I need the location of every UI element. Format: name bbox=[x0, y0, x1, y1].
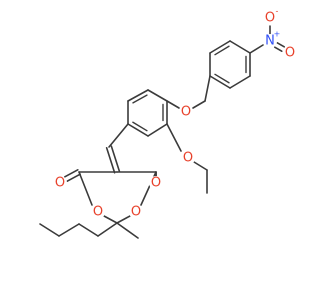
atom-layer: O O O O O O N + O - bbox=[53, 7, 297, 220]
atom-o-nitro-bottom-label: O bbox=[285, 46, 295, 61]
ring-bond bbox=[147, 89, 168, 102]
atom-o-ring-right: O bbox=[129, 205, 143, 220]
carbonyl-double-bond bbox=[64, 168, 79, 178]
atom-o-nitro-bottom: O bbox=[283, 46, 297, 61]
ring-ch2-bond bbox=[204, 75, 211, 102]
atom-o-ring-right-label: O bbox=[131, 205, 141, 220]
o-ethyl-bond bbox=[193, 161, 208, 171]
butyl-bond bbox=[58, 223, 80, 237]
ring-bond bbox=[147, 123, 168, 137]
atom-n-nitro-label: N bbox=[265, 34, 275, 49]
butyl-bond bbox=[78, 223, 99, 237]
ring-bond bbox=[103, 215, 118, 224]
butyl-bond bbox=[97, 222, 118, 237]
c-n-bond bbox=[249, 44, 264, 54]
ring-bond bbox=[229, 75, 251, 89]
ring-bond bbox=[127, 123, 149, 137]
ring-o-bond bbox=[166, 123, 182, 152]
atom-o-carbonyl-right: O bbox=[149, 176, 163, 191]
atom-o-carbonyl-left-label: O bbox=[55, 176, 65, 191]
atom-o-ether-label: O bbox=[181, 105, 191, 120]
ring-bond bbox=[229, 40, 251, 54]
atom-o-ring-left-label: O bbox=[93, 205, 103, 220]
n-o-double-bond bbox=[276, 42, 286, 48]
ring-inner-bond bbox=[132, 121, 148, 132]
n-o-double-bond bbox=[273, 46, 283, 52]
atom-n-nitro-charge: + bbox=[274, 30, 281, 39]
atom-o-nitro-top-label: O bbox=[265, 11, 275, 26]
atom-o-ethoxy: O bbox=[181, 151, 195, 166]
o-ring-bond bbox=[166, 100, 180, 109]
methyl-bond bbox=[116, 222, 139, 239]
ring-bond bbox=[116, 215, 131, 224]
atom-n-nitro: N + bbox=[263, 30, 280, 49]
ring-ch-bond bbox=[108, 123, 129, 148]
atom-o-carbonyl-left: O bbox=[53, 176, 67, 191]
ch2-o-bond bbox=[192, 100, 206, 109]
exocyclic-double-bond bbox=[110, 145, 121, 173]
ring-inner-bond bbox=[214, 45, 230, 56]
ring-inner-bond bbox=[214, 73, 230, 84]
ring-bond bbox=[209, 40, 231, 54]
ring-bond bbox=[209, 75, 231, 89]
bond-layer bbox=[39, 25, 286, 239]
ring-inner-bond bbox=[132, 94, 148, 104]
butyl-bond bbox=[39, 223, 60, 237]
exocyclic-double-bond bbox=[105, 146, 116, 174]
molecule-structure: O O O O O O N + O - bbox=[39, 7, 297, 239]
atom-o-ethoxy-label: O bbox=[183, 151, 193, 166]
atom-o-nitro-top: O - bbox=[263, 7, 279, 26]
atom-o-carbonyl-right-label: O bbox=[151, 176, 161, 191]
ring-bond bbox=[127, 89, 149, 102]
atom-o-ether: O bbox=[179, 105, 193, 120]
atom-o-ring-left: O bbox=[91, 205, 105, 220]
carbonyl-double-bond bbox=[66, 173, 81, 183]
ring-bond bbox=[78, 171, 93, 206]
atom-o-nitro-top-charge: - bbox=[276, 7, 279, 16]
